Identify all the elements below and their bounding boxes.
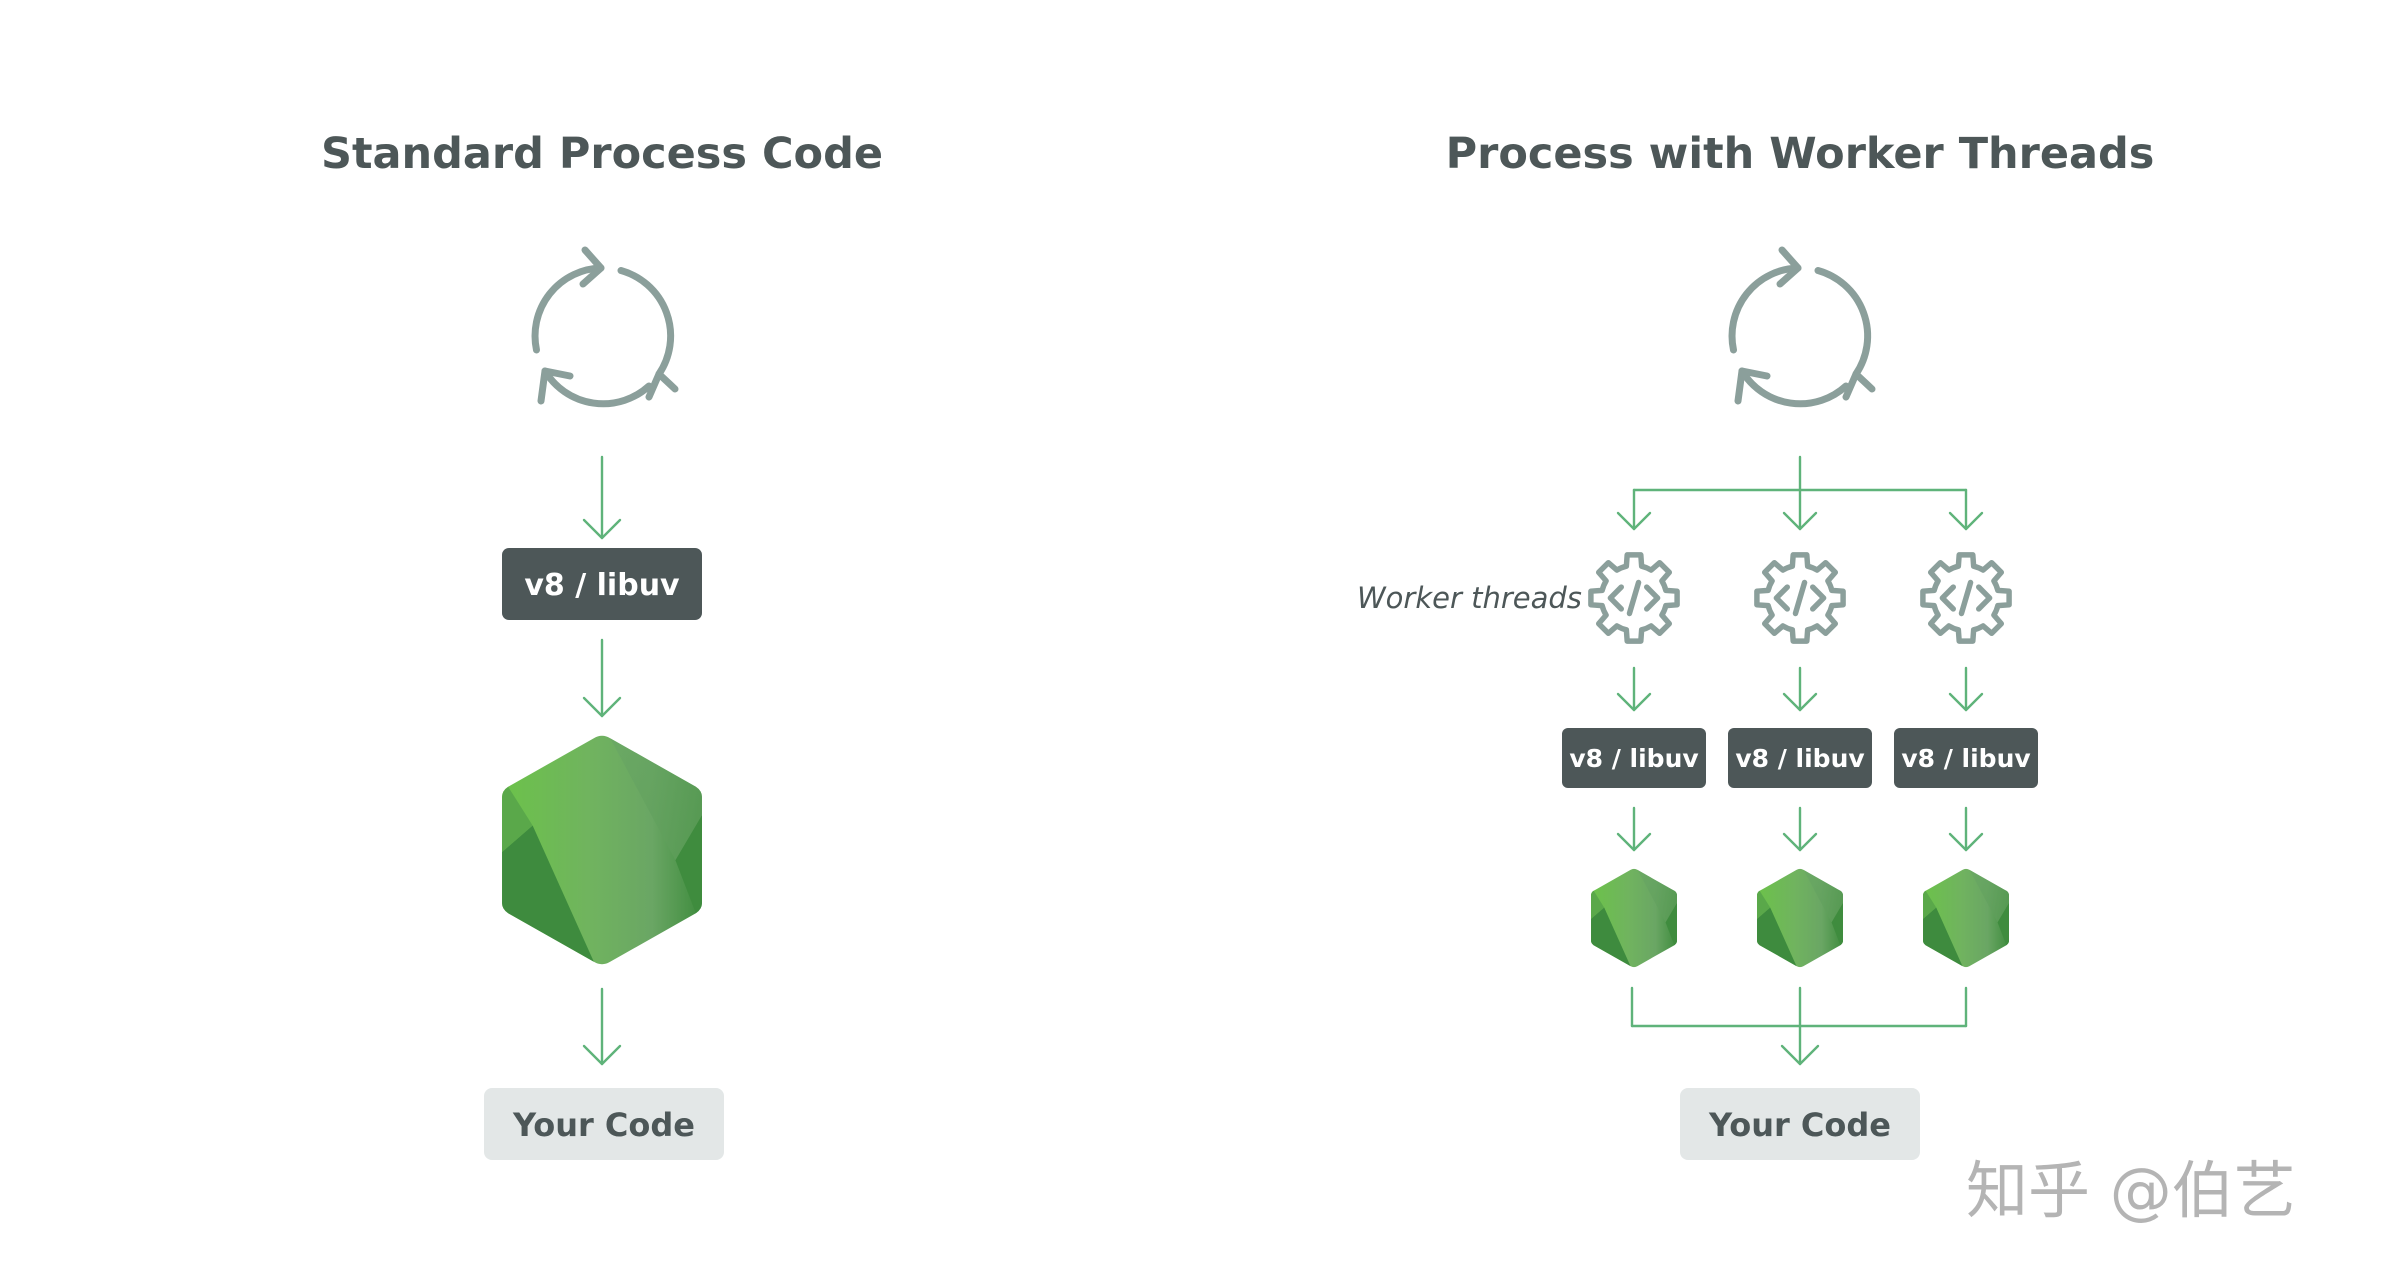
engine-box: v8 / libuv bbox=[502, 548, 702, 620]
your-code-box: Your Code bbox=[484, 1088, 724, 1160]
arrow-cycle-to-engine bbox=[582, 455, 622, 540]
gear-code-icon bbox=[1923, 555, 2009, 641]
nodejs-hexagon-icon bbox=[1757, 868, 1843, 968]
left-panel-title: Standard Process Code bbox=[321, 129, 883, 179]
event-loop-cycle-icon bbox=[535, 250, 675, 404]
gear-code-icon bbox=[1757, 555, 1843, 641]
arrow-engine-to-node bbox=[582, 638, 622, 718]
engine-box bbox=[1728, 728, 1872, 788]
your-code-label: Your Code bbox=[1708, 1106, 1891, 1144]
engine-box-label: v8 / libuv bbox=[1569, 744, 1698, 773]
nodejs-hexagon-icon bbox=[502, 735, 702, 965]
event-loop-cycle-icon bbox=[1732, 250, 1872, 404]
split-connector bbox=[1616, 455, 1984, 531]
your-code-box: Your Code bbox=[1680, 1088, 1920, 1160]
worker-column: v8 / libuv bbox=[1894, 555, 2038, 968]
right-panel: Process with Worker Threads Worker threa… bbox=[1357, 129, 2154, 1160]
engine-box-label: v8 / libuv bbox=[1901, 744, 2030, 773]
engine-box-label: v8 / libuv bbox=[524, 568, 680, 603]
arrow-gear-to-engine bbox=[1616, 666, 1652, 712]
arrow-node-to-code bbox=[582, 987, 622, 1066]
nodejs-hexagon-icon bbox=[1923, 868, 2009, 968]
arrow-engine-to-node bbox=[1616, 806, 1652, 852]
merge-connector bbox=[1630, 986, 1968, 1066]
engine-box bbox=[1894, 728, 2038, 788]
arrow-gear-to-engine bbox=[1948, 666, 1984, 712]
right-panel-title: Process with Worker Threads bbox=[1446, 129, 2155, 179]
watermark-text: 知乎 @伯艺 bbox=[1966, 1154, 2296, 1227]
arrow-engine-to-node bbox=[1948, 806, 1984, 852]
your-code-label: Your Code bbox=[512, 1106, 695, 1144]
engine-box-label: v8 / libuv bbox=[1735, 744, 1864, 773]
nodejs-hexagon-icon bbox=[1591, 868, 1677, 968]
worker-column: v8 / libuv bbox=[1728, 555, 1872, 968]
gear-code-icon bbox=[1591, 555, 1677, 641]
engine-box bbox=[1562, 728, 1706, 788]
left-panel: Standard Process Code v8 / libuv Your Co… bbox=[321, 129, 883, 1160]
worker-threads-label: Worker threads bbox=[1357, 581, 1582, 615]
worker-column: v8 / libuv bbox=[1562, 555, 1706, 968]
arrow-engine-to-node bbox=[1782, 806, 1818, 852]
arrow-gear-to-engine bbox=[1782, 666, 1818, 712]
